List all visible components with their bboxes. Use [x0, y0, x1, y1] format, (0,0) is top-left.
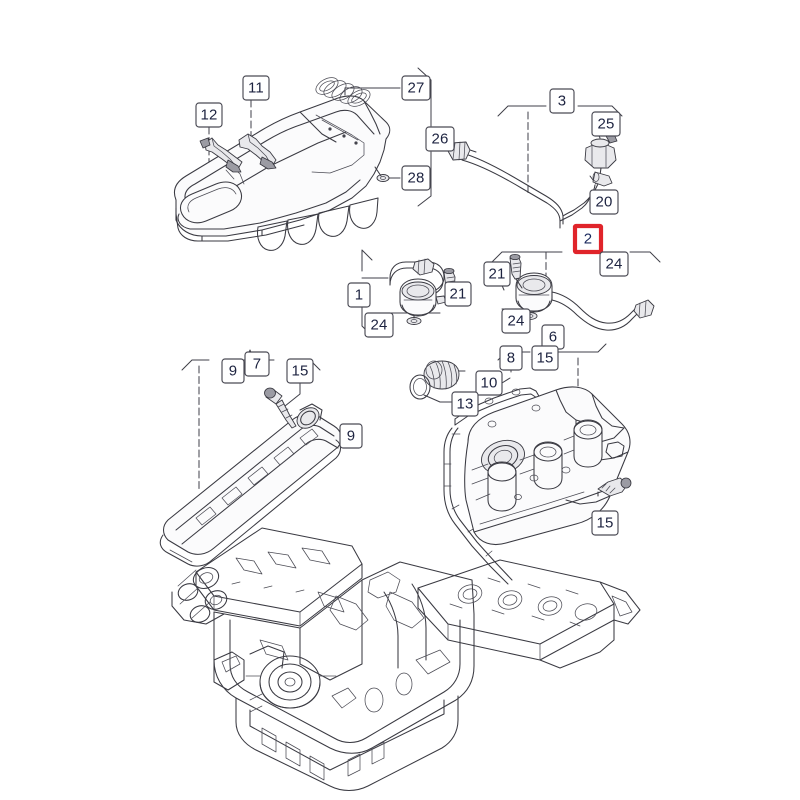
callout-box-frame	[401, 165, 431, 191]
callout-label: 2	[584, 230, 593, 247]
callout-label: 15	[291, 362, 308, 379]
callout-label: 10	[480, 374, 497, 391]
callout-1[interactable]: 1	[347, 282, 371, 308]
callout-24[interactable]: 24	[599, 251, 629, 277]
callout-26[interactable]: 26	[425, 126, 455, 152]
right-valve-cover-6	[464, 386, 631, 546]
oil-filler-cap-10	[423, 360, 460, 390]
callout-21[interactable]: 21	[483, 261, 511, 287]
stud-21-b	[509, 253, 523, 289]
pcv-hose-assembly-1	[389, 258, 456, 325]
callout-label: 3	[558, 92, 567, 109]
callout-label: 9	[347, 427, 356, 444]
manifold-seal-rings	[315, 77, 371, 107]
callout-21[interactable]: 21	[444, 281, 472, 307]
oil-fill-neck-left	[296, 403, 323, 429]
callout-label: 27	[407, 79, 424, 96]
callout-label: 20	[595, 193, 612, 210]
callout-label: 28	[407, 169, 424, 186]
callout-3[interactable]: 3	[549, 88, 575, 114]
callout-15[interactable]: 15	[286, 358, 314, 384]
callout-label: 24	[507, 312, 524, 329]
pcv-hose-assembly-2	[509, 253, 655, 331]
callout-24[interactable]: 24	[364, 312, 394, 338]
callout-25[interactable]: 25	[591, 111, 621, 137]
callout-box-frame	[339, 423, 363, 449]
callout-label: 24	[370, 316, 387, 333]
engine-block-assembly	[171, 527, 641, 792]
callout-7[interactable]: 7	[244, 351, 270, 377]
left-cam-area	[171, 567, 228, 625]
callout-6[interactable]: 6	[541, 324, 565, 350]
callout-28[interactable]: 28	[401, 165, 431, 191]
callout-box-frame	[244, 351, 270, 377]
callout-11[interactable]: 11	[242, 75, 270, 101]
callout-box-frame	[483, 261, 511, 287]
callout-label: 9	[229, 362, 238, 379]
callout-label: 13	[456, 395, 473, 412]
bolt-15-right	[597, 477, 632, 497]
callout-box-frame	[501, 308, 531, 334]
pcv-valve-1	[399, 278, 447, 317]
callout-15[interactable]: 15	[591, 510, 619, 536]
callout-box-frame	[599, 251, 629, 277]
callout-box-frame	[591, 510, 619, 536]
callout-label: 11	[248, 79, 264, 96]
callout-label: 15	[596, 514, 613, 531]
callout-label: 7	[253, 355, 262, 372]
callout-8[interactable]: 8	[499, 345, 523, 371]
callout-20[interactable]: 20	[589, 189, 619, 215]
callout-box-frame	[364, 312, 394, 338]
callout-label: 15	[536, 349, 553, 366]
callout-label: 21	[488, 265, 505, 282]
callout-box-frame	[242, 75, 270, 101]
callout-12[interactable]: 12	[195, 102, 223, 128]
callout-label: 1	[355, 286, 364, 303]
callout-label: 6	[549, 328, 558, 345]
callout-box-frame	[589, 189, 619, 215]
callout-label: 8	[507, 349, 516, 366]
callout-10[interactable]: 10	[475, 370, 503, 396]
callout-box-frame	[401, 75, 431, 101]
left-valve-cover-9	[159, 387, 343, 567]
oil-cap-seal-13	[409, 374, 431, 400]
callout-box-frame	[499, 345, 523, 371]
callout-2-highlighted[interactable]: 2	[572, 223, 604, 255]
callout-box-frame	[286, 358, 314, 384]
callout-label: 26	[431, 130, 448, 147]
crankshaft-damper	[259, 655, 321, 709]
callout-13[interactable]: 13	[451, 391, 479, 417]
callout-box-frame	[195, 102, 223, 128]
callout-box-frame	[531, 345, 559, 371]
callout-box-frame	[572, 223, 604, 255]
spark-plug-wells	[481, 419, 603, 512]
callout-box-frame	[347, 282, 371, 308]
manifold-clip-11	[238, 133, 277, 170]
callout-27[interactable]: 27	[401, 75, 431, 101]
bolt-15-left	[264, 387, 297, 429]
pcv-valve-2	[515, 272, 553, 313]
manifold-grommet-28	[374, 166, 390, 182]
callout-box-frame	[591, 111, 621, 137]
callout-label: 21	[449, 285, 466, 302]
callout-label: 24	[605, 255, 622, 272]
callout-box-frame	[425, 126, 455, 152]
callout-15[interactable]: 15	[531, 345, 559, 371]
callout-label: 25	[597, 115, 614, 132]
callout-24[interactable]: 24	[501, 308, 531, 334]
callout-box-frame	[444, 281, 472, 307]
manifold-clip-12	[199, 137, 243, 173]
callout-box-frame	[221, 358, 245, 384]
callout-label: 12	[200, 106, 217, 123]
callout-9[interactable]: 9	[339, 423, 363, 449]
callout-box-frame	[451, 391, 479, 417]
callout-9[interactable]: 9	[221, 358, 245, 384]
callout-box-frame	[475, 370, 503, 396]
grommet-24-a	[406, 314, 422, 325]
callout-box-frame	[549, 88, 575, 114]
